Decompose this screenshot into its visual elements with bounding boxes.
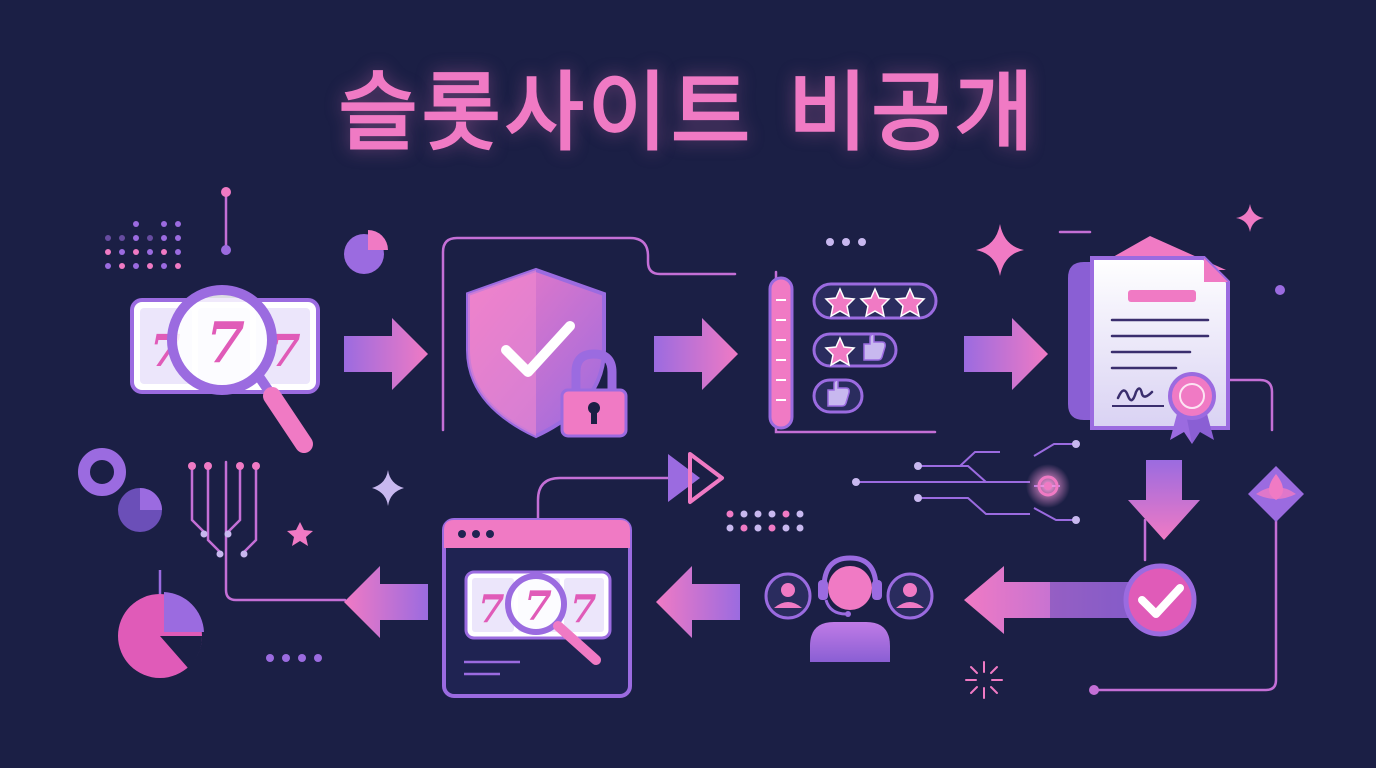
burst-icon bbox=[965, 661, 1003, 699]
double-chevron-icon bbox=[668, 452, 724, 504]
star-ratings-icon bbox=[768, 238, 938, 430]
arrow-right-2 bbox=[654, 318, 738, 390]
shield-lock-icon bbox=[466, 267, 628, 439]
circuit-traces bbox=[856, 443, 1076, 521]
arrow-down bbox=[1128, 460, 1200, 540]
certificate-document-icon bbox=[1068, 236, 1230, 444]
arrow-right-1 bbox=[344, 318, 428, 390]
circuit-comb-left bbox=[190, 466, 258, 553]
verified-check-icon bbox=[964, 563, 1197, 637]
arrow-left-1 bbox=[656, 566, 740, 638]
pin-top-left bbox=[221, 187, 231, 255]
sparkle-icons bbox=[287, 204, 1264, 546]
circle-pair-icon bbox=[78, 448, 162, 532]
diamond-ornament-icon bbox=[1248, 466, 1304, 522]
browser-slot-icon: 7 7 7 bbox=[442, 518, 632, 698]
reel-symbol: 7 bbox=[570, 586, 596, 631]
reel-symbol: 7 bbox=[206, 310, 245, 376]
arrow-left-2 bbox=[344, 566, 428, 638]
circuit-comb-nodes bbox=[188, 462, 260, 558]
dot-matrix-top-left bbox=[105, 221, 181, 269]
deco-dot bbox=[1275, 285, 1285, 295]
reel-symbol: 7 bbox=[478, 586, 504, 631]
reel-symbol: 7 bbox=[524, 583, 552, 630]
slot-machine-magnifier-icon: 7 7 7 bbox=[130, 285, 320, 453]
pie-chart-icon bbox=[118, 592, 204, 678]
circuit-nodes bbox=[852, 440, 1080, 524]
connector-dot bbox=[1089, 685, 1099, 695]
dot-grid-center bbox=[726, 510, 804, 532]
pie-icon-small bbox=[344, 230, 388, 274]
page-title: 슬롯사이트 비공개 bbox=[338, 63, 1038, 163]
support-team-icon bbox=[764, 555, 934, 662]
dot-row-bottom-left bbox=[266, 654, 322, 662]
arrow-right-3 bbox=[964, 318, 1048, 390]
